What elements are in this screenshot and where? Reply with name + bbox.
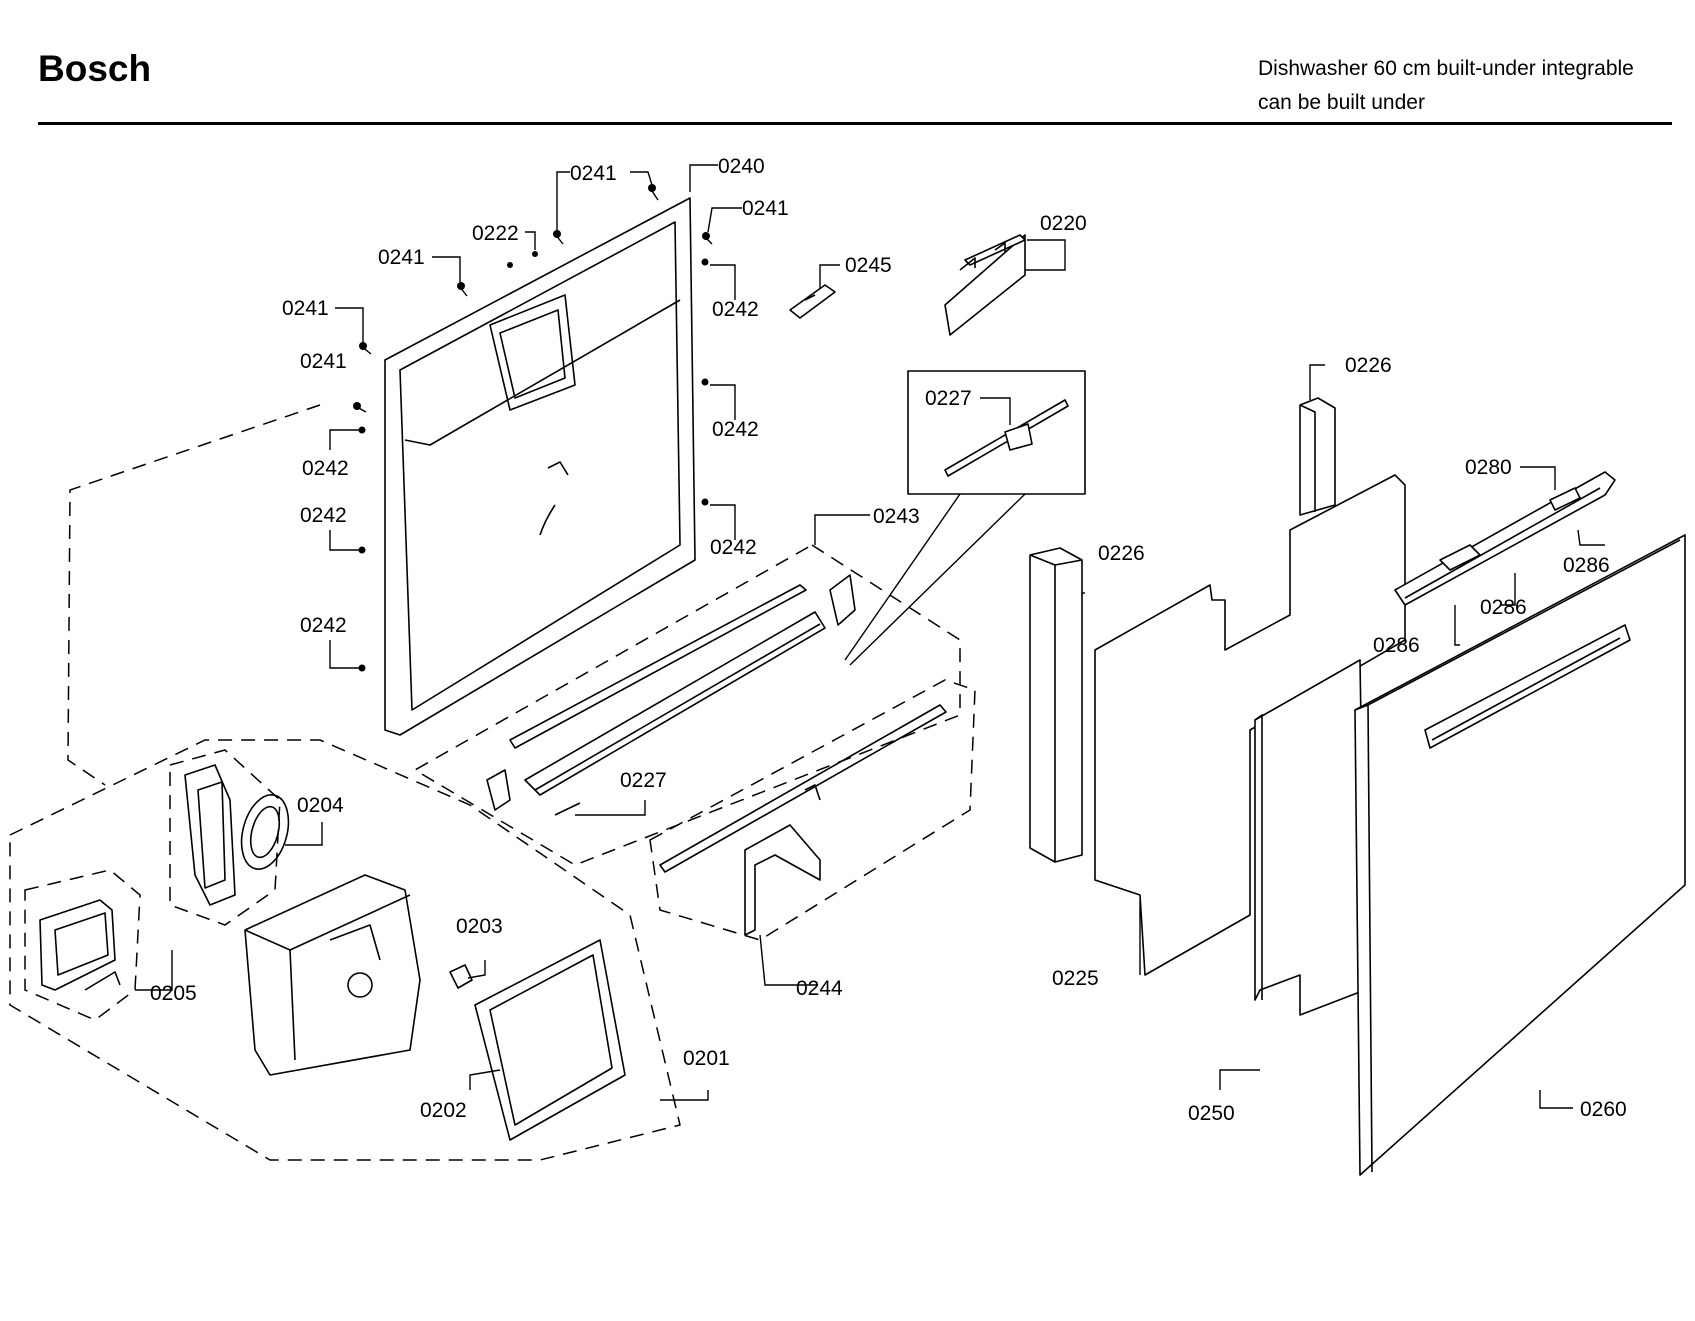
- callout-0242-left-1: 0242: [302, 457, 349, 480]
- handle-trim-0280: [1394, 471, 1616, 606]
- callout-0241-right: 0241: [742, 197, 789, 220]
- callout-0205: 0205: [150, 982, 197, 1005]
- side-strip-0226-right: [1299, 397, 1336, 516]
- clip-0203: [449, 964, 473, 989]
- group-outline-panel-0205: [24, 869, 141, 1021]
- front-door-panel-0260: [1354, 534, 1686, 1176]
- subtitle-line-1: Dishwasher 60 cm built-under integrable: [1258, 57, 1634, 80]
- handle-insert-0204: [184, 764, 290, 906]
- callout-0244: 0244: [796, 977, 843, 1000]
- frame-0202: [474, 939, 626, 1141]
- electronic-module: [244, 874, 421, 1076]
- callout-0240: 0240: [718, 155, 765, 178]
- callout-0245: 0245: [845, 254, 892, 277]
- callout-0241-top: 0241: [570, 162, 617, 185]
- callout-0286-right: 0286: [1563, 554, 1610, 577]
- group-outline-handle-insert: [169, 749, 281, 926]
- callout-0260: 0260: [1580, 1098, 1627, 1121]
- callout-0241-left-1: 0241: [378, 246, 425, 269]
- callout-0222: 0222: [472, 222, 519, 245]
- inner-door-frame: [384, 197, 696, 736]
- callout-0226-right: 0226: [1345, 354, 1392, 377]
- callout-0226-left: 0226: [1098, 542, 1145, 565]
- panel-module-0205: [39, 899, 121, 991]
- brand-logo-text: Bosch: [38, 48, 152, 89]
- hinge-bracket-0244: [659, 704, 947, 936]
- callout-0241-left-2: 0241: [282, 297, 329, 320]
- subtitle-line-2: can be built under: [1258, 91, 1425, 114]
- callout-0241-left-3: 0241: [300, 350, 347, 373]
- callout-0225: 0225: [1052, 967, 1099, 990]
- door-seal-strips: [486, 574, 856, 816]
- callout-0204: 0204: [297, 794, 344, 817]
- callout-0227: 0227: [620, 769, 667, 792]
- side-strip-0226-left: [1029, 547, 1083, 863]
- detail-box-0227: [844, 370, 1086, 666]
- callout-0286-left: 0286: [1373, 634, 1420, 657]
- group-outline-hinge-0244: [649, 679, 976, 941]
- callout-0201: 0201: [683, 1047, 730, 1070]
- bracket-0220: [944, 234, 1026, 336]
- group-outline-seal-0243: [413, 544, 961, 866]
- callout-0242-right-1: 0242: [712, 298, 759, 321]
- callout-0220: 0220: [1040, 212, 1087, 235]
- callout-0242-left-2: 0242: [300, 504, 347, 527]
- callout-0242-left-3: 0242: [300, 614, 347, 637]
- screw-set: [353, 184, 713, 672]
- callout-0286-mid: 0286: [1480, 596, 1527, 619]
- callout-0202: 0202: [420, 1099, 467, 1122]
- callout-0227-detail: 0227: [925, 387, 972, 410]
- header-divider: [38, 122, 1672, 125]
- callout-0203: 0203: [456, 915, 503, 938]
- callout-0250: 0250: [1188, 1102, 1235, 1125]
- callout-0280: 0280: [1465, 456, 1512, 479]
- leader-lines: [135, 164, 1605, 1109]
- clip-0245: [789, 284, 836, 319]
- panel-0250: [1254, 659, 1366, 1016]
- callout-0242-right-2: 0242: [712, 418, 759, 441]
- group-outline-inner-door: [67, 404, 321, 786]
- callout-0243: 0243: [873, 505, 920, 528]
- diagram-subtitle: Dishwasher 60 cm built-under integrable …: [1258, 52, 1634, 120]
- callout-0242-right-3: 0242: [710, 536, 757, 559]
- insulation-panel-0225: [1094, 474, 1406, 976]
